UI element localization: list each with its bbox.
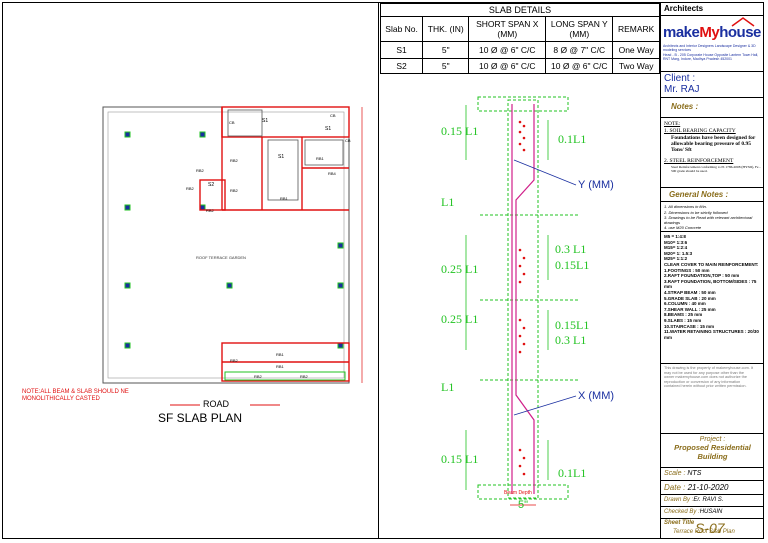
- slab-label-s1c: S1: [325, 126, 331, 132]
- slab-details-table: SLAB DETAILS Slab No. THK. (IN) SHORT SP…: [379, 3, 660, 74]
- plan-note: NOTE:ALL BEAM & SLAB SHOULD NE MONOLITHI…: [22, 389, 129, 402]
- svg-text:RB1: RB1: [316, 156, 325, 161]
- sheet-title: Terrace Roof Slab Plan: [673, 529, 735, 535]
- terrace-label: ROOF TERRACE GARDEN: [196, 255, 246, 260]
- x-mm-label: X (MM): [578, 390, 615, 402]
- scale-value: NTS: [687, 470, 702, 477]
- client-label: Client :: [664, 73, 696, 84]
- svg-text:RB2: RB2: [230, 188, 239, 193]
- sheet-number: S-07: [695, 520, 725, 536]
- slab-plan-drawing: ROOF TERRACE GARDEN S1 S2 S1 S1 CB CB CB…: [102, 106, 363, 406]
- th-thk: THK. (IN): [422, 16, 470, 42]
- sec-label-left-5: L1: [441, 380, 455, 394]
- slab-label-s1a: S1: [262, 118, 268, 124]
- sec-label-left-3: 0.25 L1: [441, 262, 479, 276]
- sec-label-left-1: 0.15 L1: [441, 124, 479, 138]
- slab-label-s1b: S1: [278, 154, 284, 160]
- svg-text:RB2: RB2: [206, 208, 215, 213]
- disclaimer: This drawing is the property of makemyho…: [664, 366, 754, 388]
- th-long-span: LONG SPAN Y (MM): [545, 16, 614, 42]
- svg-text:CB: CB: [345, 138, 351, 143]
- sec-label-right-1: 0.1L1: [558, 132, 587, 146]
- project-name: Proposed Residential Building: [674, 443, 751, 461]
- sec-label-right-5: 0.3 L1: [555, 333, 587, 347]
- svg-text:CB: CB: [330, 113, 336, 118]
- svg-text:RB2: RB2: [230, 158, 239, 163]
- house-roof-icon: [731, 17, 755, 27]
- sec-label-left-6: 0.15 L1: [441, 452, 479, 466]
- beam-depth-label: Beam Depth: [504, 490, 532, 496]
- date-value: 21-10-2020: [687, 483, 729, 492]
- sheet-title-label: Sheet Title: [664, 520, 695, 526]
- general-notes-label: General Notes :: [669, 190, 729, 199]
- plan-title: SF SLAB PLAN: [158, 411, 243, 425]
- divider-right: [660, 3, 661, 539]
- th-short-span: SHORT SPAN X (MM): [468, 16, 547, 42]
- svg-text:RB2: RB2: [254, 374, 263, 379]
- svg-text:RB1: RB1: [276, 352, 285, 357]
- divider-left: [378, 3, 379, 539]
- svg-text:RB2: RB2: [196, 168, 205, 173]
- svg-text:RB1: RB1: [276, 364, 285, 369]
- mix-and-cover: M5 = 1:4:8 M10= 1:3:6 M15= 1:2:4 M20= 1:…: [664, 234, 759, 340]
- project-label: Project :: [699, 436, 726, 443]
- dim-label: 5": [518, 499, 529, 511]
- slab-label-s2: S2: [208, 182, 214, 188]
- reinforcement-bars: [511, 104, 535, 494]
- bottom-band: [224, 371, 346, 381]
- svg-text:RB2: RB2: [300, 374, 309, 379]
- checked-value: HUSAIN: [699, 509, 723, 515]
- architects-header: Architects: [664, 4, 704, 13]
- tagline: Architects and Interior Designers Landsc…: [663, 44, 756, 52]
- road-label: ROAD: [203, 399, 230, 409]
- slab-section-drawing: [465, 96, 580, 506]
- column-markers: [124, 131, 344, 349]
- svg-text:RB4: RB4: [328, 171, 337, 176]
- sec-label-left-2: L1: [441, 195, 455, 209]
- svg-text:RB1: RB1: [280, 196, 289, 201]
- svg-text:CB: CB: [229, 120, 235, 125]
- address: Head - B - 205 Corporate House Opposite …: [663, 53, 759, 61]
- beam-lines-top: [199, 106, 350, 211]
- sec-label-right-6: 0.1L1: [558, 466, 587, 480]
- svg-text:RB2: RB2: [186, 186, 195, 191]
- title-block: Architects makeMyhouse Architects and In…: [661, 3, 764, 539]
- th-remark: REMARK: [612, 16, 660, 42]
- bar-dots: [518, 120, 526, 476]
- sec-label-left-4: 0.25 L1: [441, 312, 479, 326]
- sec-label-right-2: 0.3 L1: [555, 242, 587, 256]
- table-row: S2 5" 10 Ø @ 6" C/C 10 Ø @ 6" C/C Two Wa…: [379, 58, 660, 74]
- client-name: Mr. RAJ: [664, 84, 700, 95]
- sec-label-right-3: 0.15L1: [555, 258, 590, 272]
- logo: makeMyhouse: [663, 24, 761, 41]
- y-mm-label: Y (MM): [578, 179, 614, 191]
- svg-text:RB2: RB2: [230, 358, 239, 363]
- drawn-value: Er. RAVI S.: [693, 497, 724, 503]
- notes-label: Notes :: [671, 102, 699, 111]
- sec-label-right-4: 0.15L1: [555, 318, 590, 332]
- beam-lines-bottom: [221, 342, 350, 382]
